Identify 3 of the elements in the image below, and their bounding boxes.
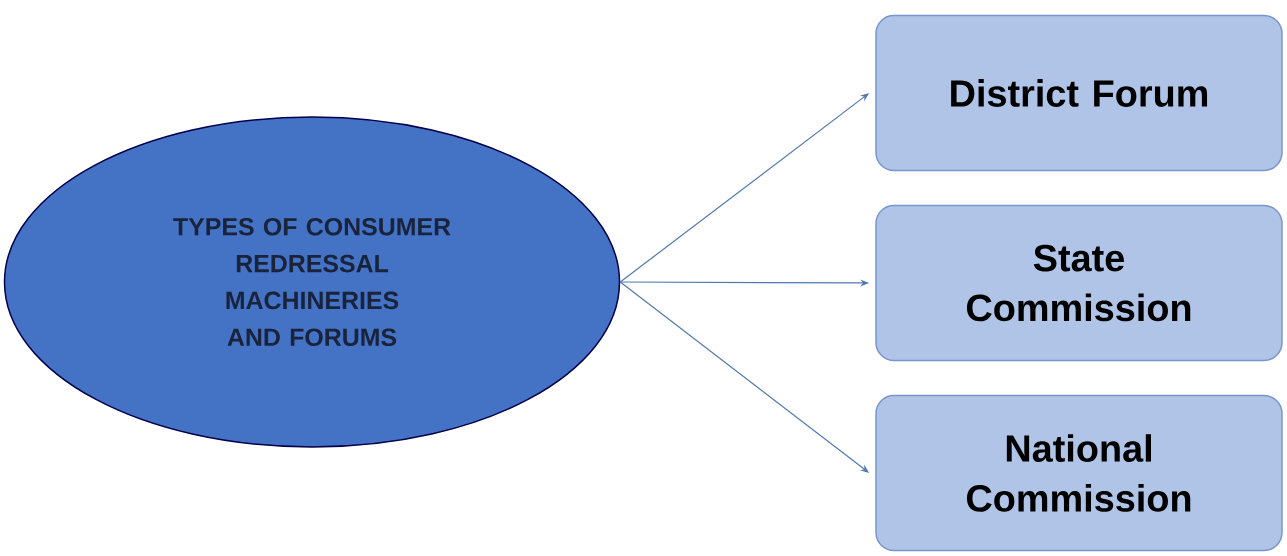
category-box: District Forum [875,14,1283,172]
category-box: State Commission [875,204,1283,362]
category-box: National Commission [875,394,1283,552]
